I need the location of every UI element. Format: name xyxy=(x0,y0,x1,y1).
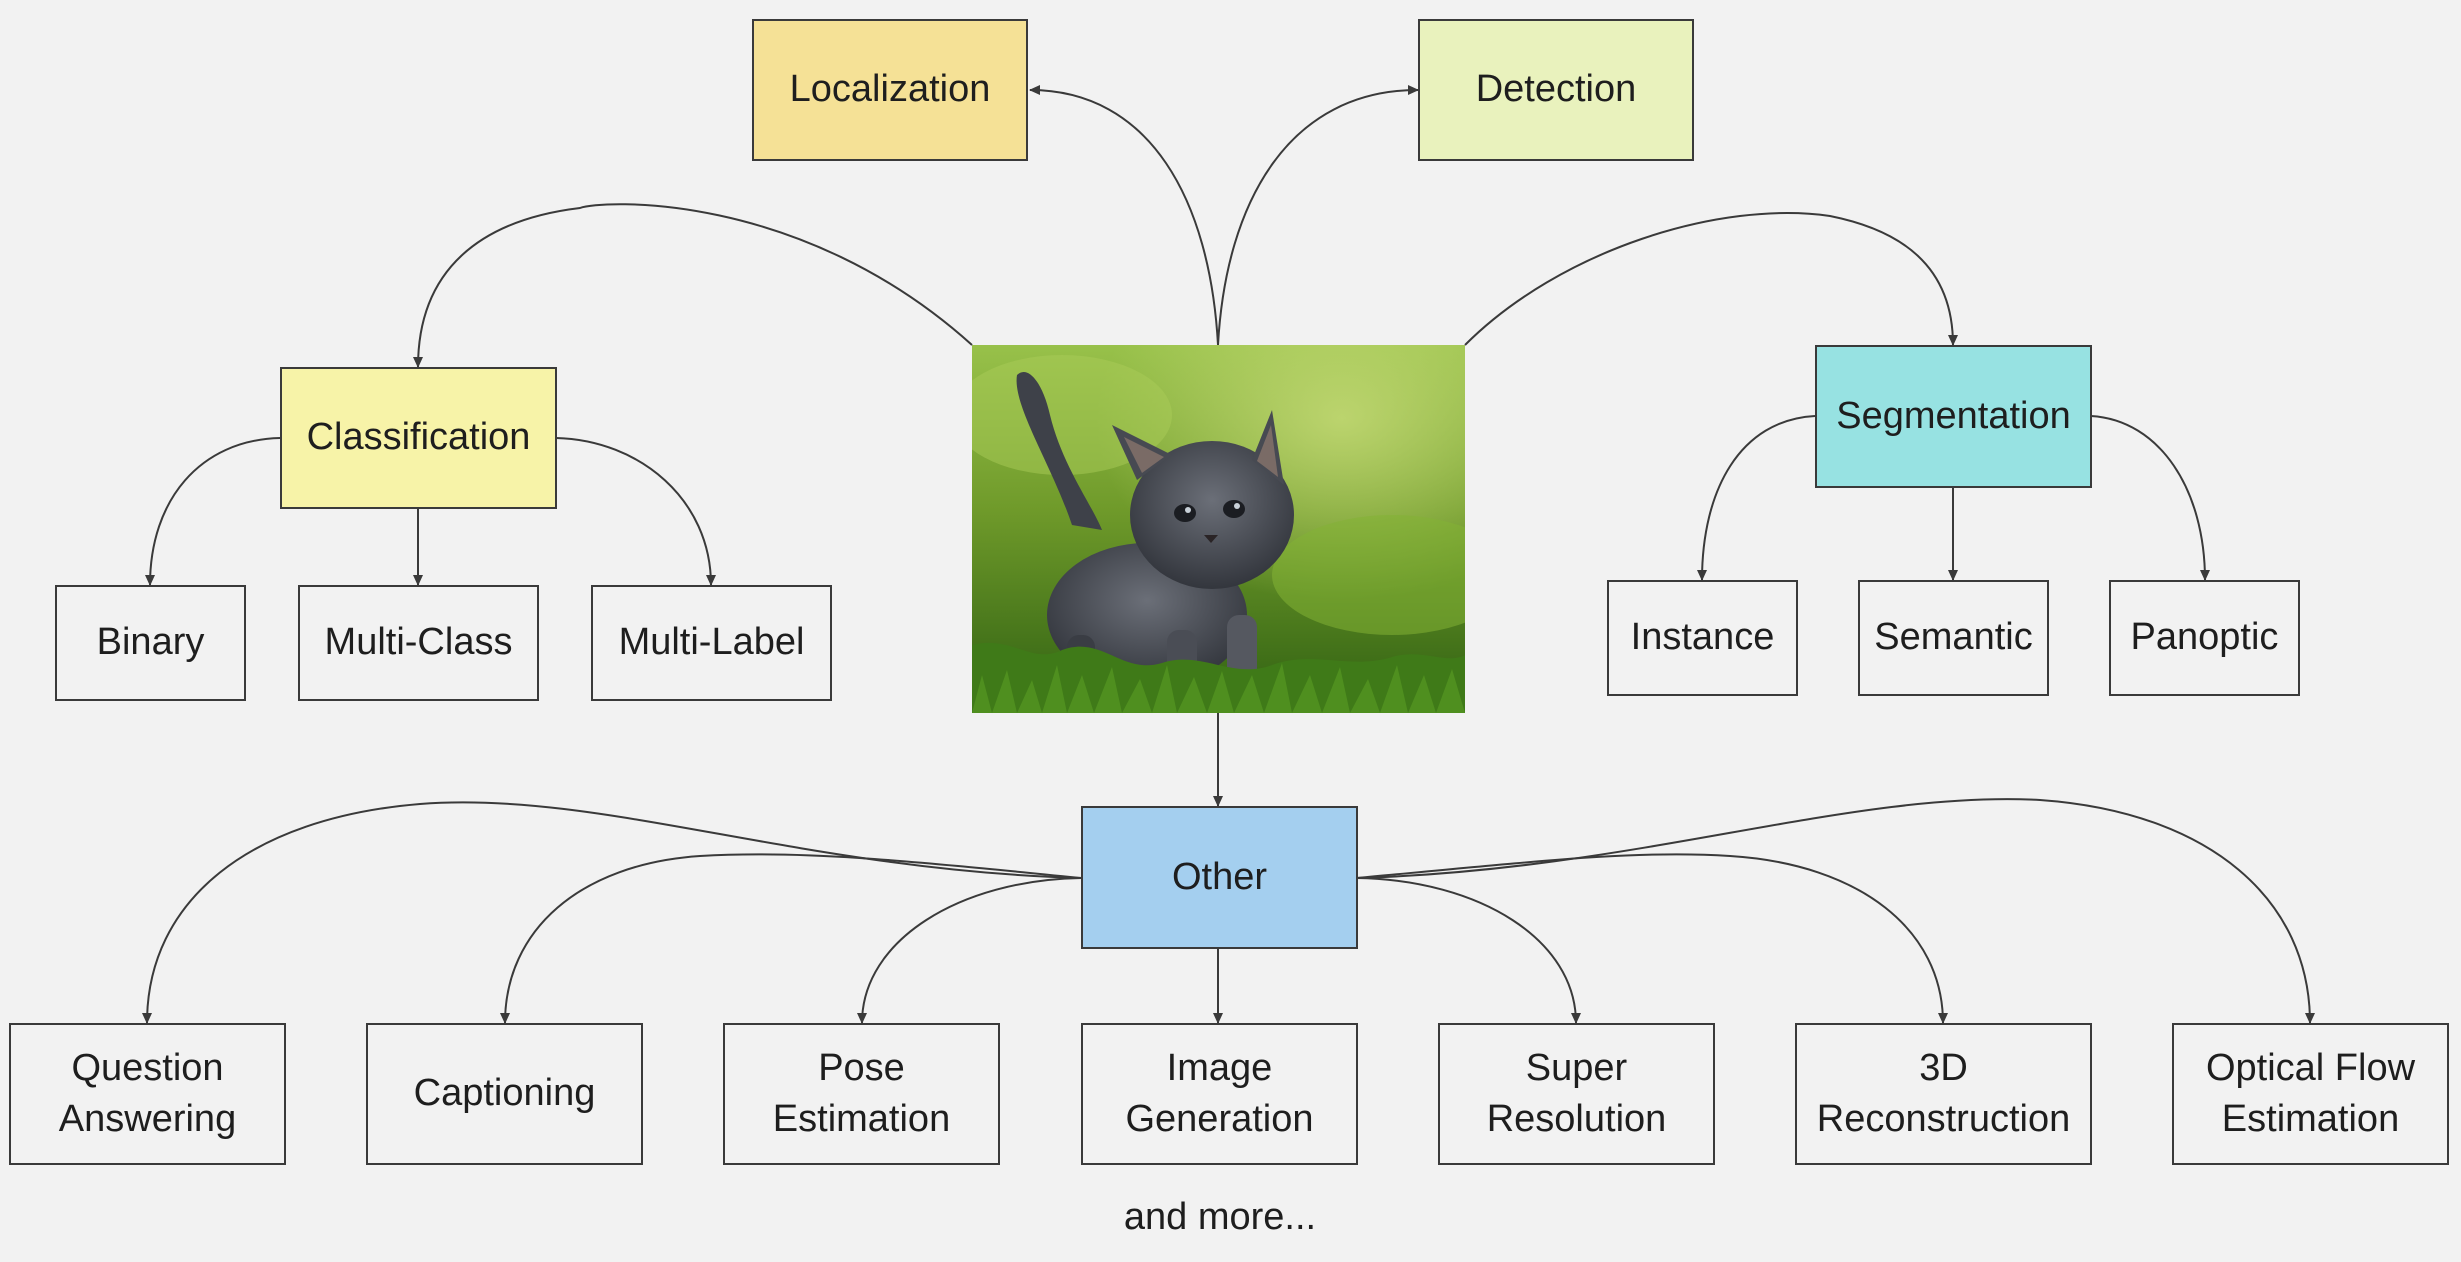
classification-node: Classification xyxy=(280,367,557,509)
image-generation-node: Image Generation xyxy=(1081,1023,1358,1165)
kitten-photo xyxy=(972,345,1465,713)
captioning-node: Captioning xyxy=(366,1023,643,1165)
3d-reconstruction-node: 3D Reconstruction xyxy=(1795,1023,2092,1165)
panoptic-node: Panoptic xyxy=(2109,580,2300,696)
other-label: Other xyxy=(1171,855,1268,898)
edge-other-pose xyxy=(857,877,1082,1024)
captioning-label: Captioning xyxy=(413,1072,596,1115)
classification-label: Classification xyxy=(306,416,531,459)
detection-node: Detection xyxy=(1418,19,1694,161)
semantic-label: Semantic xyxy=(1874,616,2033,659)
multi-label-node: Multi-Label xyxy=(591,585,832,701)
other-node: Other xyxy=(1081,806,1358,949)
segmentation-label: Segmentation xyxy=(1836,394,2071,437)
localization-node: Localization xyxy=(752,19,1028,161)
multi-class-label: Multi-Class xyxy=(324,621,513,664)
detection-label: Detection xyxy=(1475,68,1637,111)
binary-node: Binary xyxy=(55,585,246,701)
edge-image-detection xyxy=(1217,85,1419,346)
super-resolution-label: Super Resolution xyxy=(1486,1046,1667,1140)
edge-other-super-resolution xyxy=(1356,877,1581,1024)
edge-classification-binary xyxy=(145,437,281,586)
pose-estimation-node: Pose Estimation xyxy=(723,1023,1000,1165)
multi-class-node: Multi-Class xyxy=(298,585,539,701)
and-more-caption: and more... xyxy=(1123,1196,1317,1238)
edge-image-localization xyxy=(1029,85,1219,346)
optical-flow-node: Optical Flow Estimation xyxy=(2172,1023,2449,1165)
pose-estimation-label: Pose Estimation xyxy=(772,1046,951,1140)
binary-label: Binary xyxy=(96,621,205,664)
semantic-node: Semantic xyxy=(1858,580,2049,696)
panoptic-label: Panoptic xyxy=(2130,616,2279,659)
edge-other-3d xyxy=(1356,853,1948,1024)
instance-label: Instance xyxy=(1630,616,1775,659)
edge-segmentation-instance xyxy=(1697,415,1816,581)
question-answering-node: Question Answering xyxy=(9,1023,286,1165)
localization-label: Localization xyxy=(789,68,991,111)
edge-other-optical-flow xyxy=(1356,798,2315,1024)
edge-other-captioning xyxy=(500,853,1082,1024)
multi-label-label: Multi-Label xyxy=(618,621,805,664)
edge-image-segmentation xyxy=(1464,212,1958,346)
optical-flow-label: Optical Flow Estimation xyxy=(2205,1046,2416,1140)
segmentation-node: Segmentation xyxy=(1815,345,2092,488)
edge-other-qa xyxy=(142,801,1082,1024)
edge-segmentation-panoptic xyxy=(2090,415,2210,581)
instance-node: Instance xyxy=(1607,580,1798,696)
edge-classification-multilabel xyxy=(555,437,716,586)
3d-reconstruction-label: 3D Reconstruction xyxy=(1816,1046,2071,1140)
question-answering-label: Question Answering xyxy=(58,1046,237,1140)
image-generation-label: Image Generation xyxy=(1125,1046,1314,1140)
edge-image-classification xyxy=(413,203,973,368)
super-resolution-node: Super Resolution xyxy=(1438,1023,1715,1165)
